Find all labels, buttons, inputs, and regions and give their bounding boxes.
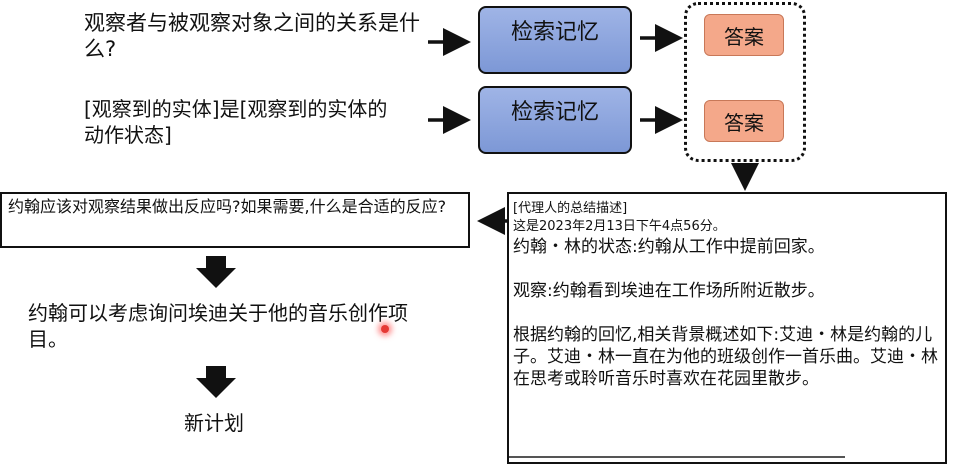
summary-context: 根据约翰的回忆,相关背景概述如下:艾迪・林是约翰的儿子。艾迪・林一直在为他的班级… (513, 325, 938, 389)
down-arrow-1 (196, 256, 236, 288)
query-entity-state: [观察到的实体]是[观察到的实体的动作状态] (84, 97, 388, 147)
reaction-question-box: 约翰应该对观察结果做出反应吗?如果需要,什么是合适的反应? (0, 192, 470, 248)
answer-label-1: 答案 (724, 24, 764, 49)
summary-underline (509, 456, 845, 458)
answer-label-2: 答案 (724, 110, 764, 135)
new-plan-text: 新计划 (184, 411, 244, 435)
agent-summary-box: [代理人的总结描述] 这是2023年2月13日下午4点56分。 约翰・林的状态:… (507, 192, 947, 464)
retrieve-memory-label-2: 检索记忆 (510, 100, 599, 125)
summary-status: 约翰・林的状态:约翰从工作中提前回家。 (513, 237, 825, 257)
down-arrow-2 (196, 366, 236, 398)
summary-timestamp: 这是2023年2月13日下午4点56分。 (513, 219, 726, 234)
answer-box-2: 答案 (704, 100, 784, 142)
retrieve-memory-box-2: 检索记忆 (478, 86, 632, 154)
answers-container (684, 2, 806, 162)
summary-observation: 观察:约翰看到埃迪在工作场所附近散步。 (513, 281, 825, 301)
laser-pointer-dot (381, 325, 389, 333)
retrieve-memory-label-1: 检索记忆 (510, 20, 599, 45)
consider-text: 约翰可以考虑询问埃迪关于他的音乐创作项目。 (28, 301, 408, 351)
retrieve-memory-box-1: 检索记忆 (478, 6, 632, 74)
query-relationship: 观察者与被观察对象之间的关系是什么? (84, 11, 420, 61)
reaction-question-text: 约翰应该对观察结果做出反应吗?如果需要,什么是合适的反应? (8, 197, 447, 216)
summary-label: [代理人的总结描述] (513, 201, 628, 216)
answer-box-1: 答案 (704, 14, 784, 56)
